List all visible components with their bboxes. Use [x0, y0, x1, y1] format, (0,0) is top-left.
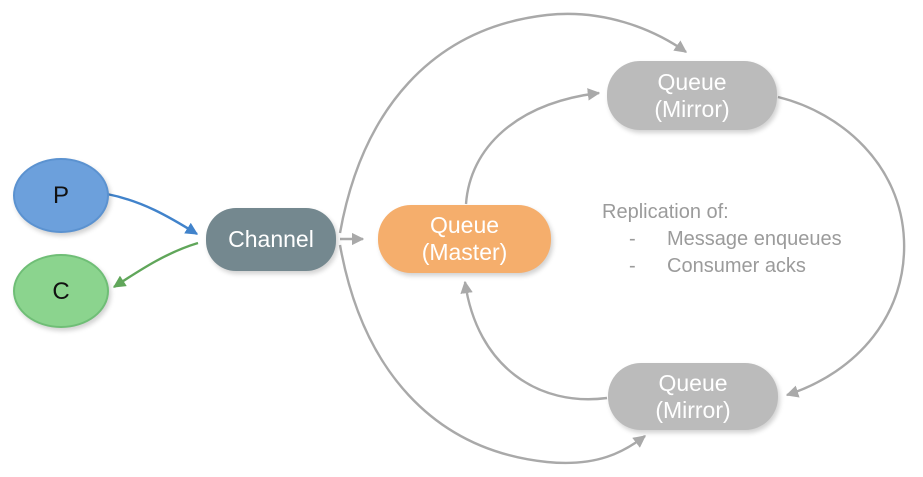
- queue-mirror-bottom-node: Queue (Mirror): [608, 363, 778, 430]
- replication-note: Replication of: - Message enqueues - Con…: [602, 199, 902, 280]
- arrow-channel-to-bottom-mirror-icon: [338, 244, 646, 465]
- arrow-producer-to-channel-icon: [106, 192, 199, 236]
- replication-note-title: Replication of:: [602, 201, 729, 223]
- queue-mirror-top-label-line1: Queue: [657, 68, 727, 95]
- channel-node: Channel: [206, 208, 336, 271]
- queue-mirror-top-label-line2: (Mirror): [654, 95, 730, 122]
- queue-mirror-bottom-label-line1: Queue: [658, 369, 728, 396]
- queue-master-label-line1: Queue: [429, 212, 500, 238]
- arrow-bottom-mirror-to-master-icon: [460, 280, 608, 401]
- queue-master-node: Queue (Master): [378, 205, 551, 273]
- consumer-label: C: [52, 277, 70, 305]
- queue-mirror-top-node: Queue (Mirror): [607, 61, 777, 130]
- arrow-top-mirror-to-bottom-mirror-icon: [777, 95, 906, 398]
- replication-note-item-bullet: -: [629, 255, 636, 277]
- replication-note-item-text: Consumer acks: [667, 255, 806, 277]
- consumer-node: C: [13, 254, 109, 328]
- queue-mirror-bottom-label-line2: (Mirror): [655, 396, 731, 423]
- queue-master-label-line2: (Master): [421, 239, 508, 265]
- arrow-master-to-top-mirror-icon: [464, 88, 601, 205]
- replication-note-item: - Consumer acks: [602, 253, 902, 280]
- channel-label: Channel: [228, 226, 314, 252]
- replication-note-item-text: Message enqueues: [667, 228, 842, 250]
- producer-label: P: [52, 182, 69, 209]
- arrow-channel-to-consumer-icon: [112, 241, 199, 289]
- arrow-channel-to-top-mirror-icon: [338, 12, 688, 234]
- producer-node: P: [13, 158, 109, 233]
- replication-note-item: - Message enqueues: [602, 226, 902, 253]
- replication-note-item-bullet: -: [629, 228, 636, 250]
